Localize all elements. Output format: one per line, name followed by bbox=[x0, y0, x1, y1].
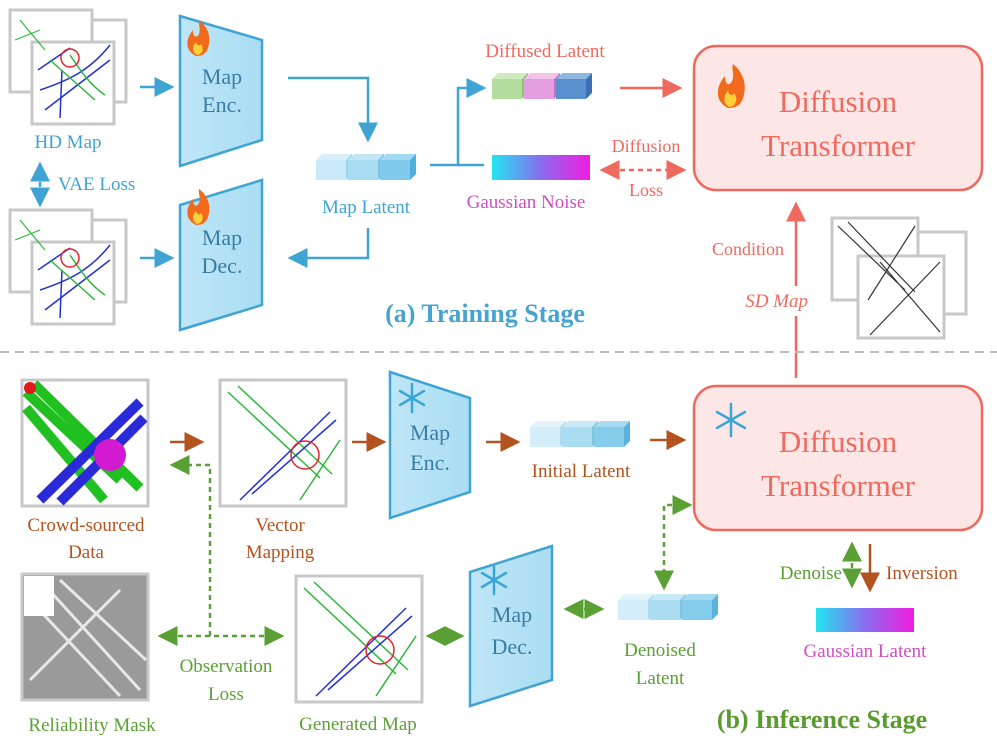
generated-map-image bbox=[294, 574, 424, 704]
map-latent-tokens bbox=[316, 154, 416, 180]
denoised-latent-tokens bbox=[618, 594, 718, 620]
diffused-latent-label: Diffused Latent bbox=[485, 41, 605, 62]
reliability-mask-image bbox=[20, 572, 150, 702]
generated-map-label: Generated Map bbox=[299, 714, 417, 735]
vector-mapping-label-2: Mapping bbox=[246, 542, 315, 563]
condition-label: Condition bbox=[712, 239, 784, 259]
diffusion-loss-label-2: Loss bbox=[629, 180, 663, 200]
hd-map-image bbox=[8, 8, 128, 126]
arrow-latent-to-decoder bbox=[287, 228, 370, 268]
inference-encoder-label-2: Enc. bbox=[410, 450, 450, 475]
snowflake-icon bbox=[480, 564, 508, 596]
map-encoder-label-1: Map bbox=[202, 64, 242, 89]
arrow-encoder-to-latent bbox=[288, 76, 378, 143]
inversion-label: Inversion bbox=[886, 563, 958, 584]
inference-decoder-label-2: Dec. bbox=[492, 634, 533, 659]
sd-map-label: SD Map bbox=[745, 291, 808, 312]
hd-map-label: HD Map bbox=[34, 132, 101, 153]
observation-loss-label-2: Loss bbox=[208, 684, 244, 705]
diffusion-transformer-training bbox=[692, 44, 984, 192]
gaussian-noise-bar bbox=[492, 155, 590, 180]
map-decoder-label-1: Map bbox=[202, 225, 242, 250]
crowd-data-label-1: Crowd-sourced bbox=[27, 515, 145, 536]
initial-latent-tokens bbox=[530, 421, 630, 447]
inference-encoder-block bbox=[388, 370, 472, 520]
denoised-latent-label-1: Denoised bbox=[624, 640, 696, 661]
diffusion-loss-label-1: Diffusion bbox=[612, 136, 681, 156]
arrow-latent-to-diffused bbox=[430, 78, 487, 167]
denoised-latent-label-2: Latent bbox=[636, 668, 685, 689]
dit-inference-label-1: Diffusion bbox=[779, 424, 898, 459]
reliability-mask-label: Reliability Mask bbox=[28, 715, 156, 736]
map-encoder-label-2: Enc. bbox=[202, 92, 242, 117]
arrow-dit-to-denoised-latent bbox=[654, 495, 693, 591]
observation-loss-to-crowd-arrow bbox=[169, 455, 212, 636]
crowd-data-label-2: Data bbox=[68, 542, 104, 563]
dit-training-label-2: Transformer bbox=[761, 128, 916, 163]
initial-latent-label: Initial Latent bbox=[532, 461, 631, 482]
fire-icon bbox=[717, 64, 745, 108]
gaussian-noise-label: Gaussian Noise bbox=[467, 192, 586, 213]
training-stage-title: (a) Training Stage bbox=[385, 299, 585, 328]
fire-icon bbox=[187, 189, 210, 225]
snowflake-icon bbox=[715, 402, 747, 438]
vector-mapping-label-1: Vector bbox=[255, 515, 305, 536]
vae-loss-label: VAE Loss bbox=[58, 174, 135, 195]
diffusion-transformer-inference bbox=[692, 384, 984, 532]
gaussian-latent-bar bbox=[816, 608, 914, 632]
dit-training-label-1: Diffusion bbox=[779, 84, 898, 119]
sd-map-label-bg bbox=[782, 286, 810, 316]
gaussian-latent-label: Gaussian Latent bbox=[804, 641, 928, 662]
reconstructed-map-image bbox=[8, 208, 128, 326]
observation-loss-label-1: Observation bbox=[180, 656, 273, 677]
dit-inference-label-2: Transformer bbox=[761, 468, 916, 503]
inference-stage-title: (b) Inference Stage bbox=[717, 705, 927, 734]
map-latent-label: Map Latent bbox=[322, 197, 411, 218]
sd-map-image bbox=[830, 216, 968, 340]
diffused-latent-tokens bbox=[492, 73, 592, 99]
snowflake-icon bbox=[398, 382, 426, 414]
inference-encoder-label-1: Map bbox=[410, 420, 450, 445]
fire-icon bbox=[187, 20, 210, 56]
inference-decoder-label-1: Map bbox=[492, 602, 532, 627]
inference-decoder-block bbox=[468, 544, 554, 708]
map-decoder-label-2: Dec. bbox=[202, 253, 243, 278]
vector-mapping-image bbox=[218, 378, 348, 508]
denoise-label: Denoise bbox=[780, 563, 842, 584]
crowd-sourced-data-image bbox=[20, 378, 150, 508]
